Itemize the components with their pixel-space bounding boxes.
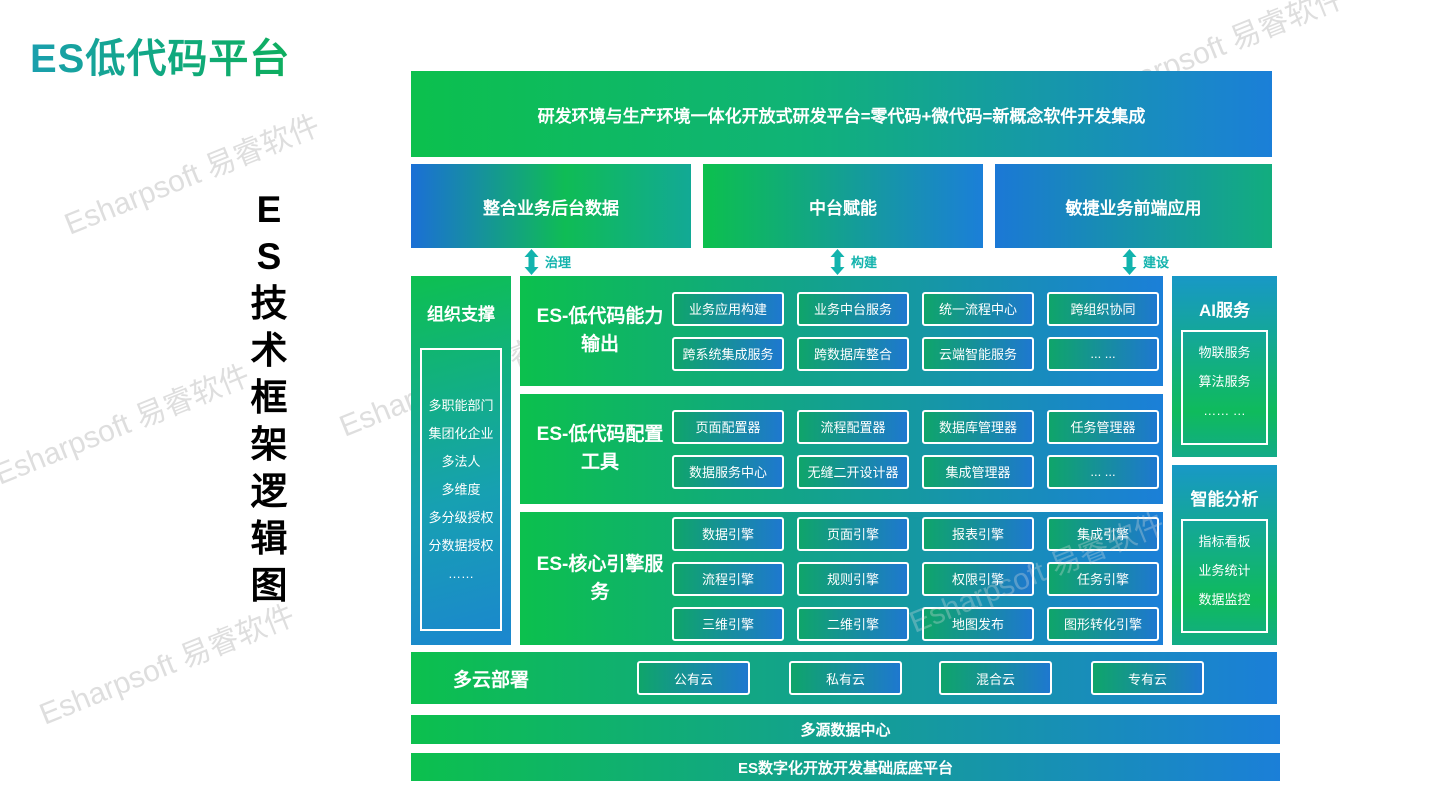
section-title: ES-核心引擎服务 [536, 553, 664, 603]
engine-pill: 二维引擎 [797, 606, 909, 641]
smart-analysis-title: 智能分析 [1190, 490, 1259, 509]
tool-pill: 无缝二开设计器 [797, 454, 909, 489]
tool-pill: 集成管理器 [922, 454, 1034, 489]
engine-pill-grid: 数据引擎 页面引擎 报表引擎 集成引擎 流程引擎 规则引擎 权限引擎 任务引擎 … [672, 516, 1159, 641]
smart-analysis-item: 业务统计 [1198, 563, 1251, 578]
engine-pill: 报表引擎 [922, 516, 1034, 551]
top-box-backend-data: 整合业务后台数据 [411, 164, 691, 248]
watermark: Esharpsoft 易睿软件 [0, 359, 255, 492]
capability-pill: 跨数据库整合 [797, 336, 909, 371]
section-config-tools: ES-低代码配置工具 页面配置器 流程配置器 数据库管理器 任务管理器 数据服务… [520, 394, 1163, 504]
tool-pill: 流程配置器 [797, 409, 909, 444]
data-center-bar: 多源数据中心 [411, 715, 1280, 744]
double-arrow-icon [1122, 248, 1137, 275]
arrow-label: 建设 [1143, 255, 1170, 270]
smart-analysis-item: 数据监控 [1198, 592, 1251, 607]
ai-service-item: …… … [1203, 403, 1246, 418]
cloud-pill: 混合云 [939, 661, 1052, 695]
org-support-item: 集团化企业 [428, 425, 494, 441]
ai-services-panel: AI服务 物联服务 算法服务 …… … [1172, 276, 1277, 457]
top-box-frontend-apps: 敏捷业务前端应用 [995, 164, 1272, 248]
ai-service-item: 算法服务 [1198, 374, 1251, 389]
section-core-engines: ES-核心引擎服务 数据引擎 页面引擎 报表引擎 集成引擎 流程引擎 规则引擎 … [520, 512, 1163, 645]
smart-analysis-panel: 智能分析 指标看板 业务统计 数据监控 …… … [1172, 465, 1277, 645]
arrow-build: 构建 [830, 248, 877, 275]
smart-analysis-list: 指标看板 业务统计 数据监控 …… … [1181, 519, 1268, 636]
arrow-construct: 建设 [1122, 248, 1169, 275]
engine-pill: 任务引擎 [1047, 561, 1159, 596]
top-banner: 研发环境与生产环境一体化开放式研发平台=零代码+微代码=新概念软件开发集成 [411, 71, 1272, 157]
tool-pill: 数据服务中心 [672, 454, 784, 489]
top-box-middle-platform: 中台赋能 [703, 164, 983, 248]
engine-pill: 三维引擎 [672, 606, 784, 641]
double-arrow-icon [830, 248, 845, 275]
engine-pill: 规则引擎 [797, 561, 909, 596]
org-support-item: 多职能部门 [428, 397, 494, 413]
capability-pill: ... ... [1047, 336, 1159, 371]
org-support-panel: 组织支撑 多职能部门 集团化企业 多法人 多维度 多分级授权 分数据授权 …… [411, 276, 511, 645]
multi-cloud-row: 多云部署 公有云 私有云 混合云 专有云 [411, 652, 1277, 704]
capability-pill: 业务应用构建 [672, 291, 784, 326]
org-support-item: 多分级授权 [428, 509, 494, 525]
vertical-title: ES技术框架逻辑图 [250, 189, 288, 606]
cloud-pill: 公有云 [637, 661, 750, 695]
engine-pill: 地图发布 [922, 606, 1034, 641]
engine-pill: 权限引擎 [922, 561, 1034, 596]
engine-pill: 图形转化引擎 [1047, 606, 1159, 641]
capability-pill: 跨组织协同 [1047, 291, 1159, 326]
engine-pill: 流程引擎 [672, 561, 784, 596]
capability-pill: 业务中台服务 [797, 291, 909, 326]
tool-pill: ... ... [1047, 454, 1159, 489]
section-title: ES-低代码能力输出 [536, 306, 664, 355]
ai-services-title: AI服务 [1199, 301, 1250, 320]
page-title: ES低代码平台 [30, 26, 290, 84]
tool-pill: 数据库管理器 [922, 409, 1034, 444]
org-support-item: 多法人 [441, 453, 481, 469]
org-support-title: 组织支撑 [427, 305, 495, 324]
org-support-list: 多职能部门 集团化企业 多法人 多维度 多分级授权 分数据授权 …… [420, 348, 502, 631]
org-support-item: 多维度 [441, 481, 481, 497]
section-title: ES-低代码配置工具 [536, 424, 664, 473]
smart-analysis-item: 指标看板 [1198, 534, 1251, 549]
capability-pill-grid: 业务应用构建 业务中台服务 统一流程中心 跨组织协同 跨系统集成服务 跨数据库整… [672, 291, 1159, 371]
double-arrow-icon [524, 248, 539, 275]
watermark: Esharpsoft 易睿软件 [35, 599, 300, 732]
multi-cloud-title: 多云部署 [452, 669, 529, 691]
section-capability-output: ES-低代码能力输出 业务应用构建 业务中台服务 统一流程中心 跨组织协同 跨系… [520, 276, 1163, 386]
org-support-item: …… [448, 565, 474, 581]
org-support-item: 分数据授权 [428, 537, 494, 553]
arrow-label: 构建 [851, 255, 878, 270]
tool-pill: 页面配置器 [672, 409, 784, 444]
cloud-pill: 专有云 [1091, 661, 1204, 695]
engine-pill: 数据引擎 [672, 516, 784, 551]
smart-analysis-item: …… … [1203, 621, 1246, 636]
capability-pill: 跨系统集成服务 [672, 336, 784, 371]
capability-pill: 统一流程中心 [922, 291, 1034, 326]
architecture-diagram: 研发环境与生产环境一体化开放式研发平台=零代码+微代码=新概念软件开发集成 整合… [411, 71, 1280, 781]
arrow-governance: 治理 [524, 248, 571, 275]
engine-pill: 集成引擎 [1047, 516, 1159, 551]
engine-pill: 页面引擎 [797, 516, 909, 551]
arrow-label: 治理 [545, 255, 572, 270]
tool-pill: 任务管理器 [1047, 409, 1159, 444]
cloud-pill: 私有云 [789, 661, 902, 695]
capability-pill: 云端智能服务 [922, 336, 1034, 371]
foundation-platform-bar: ES数字化开放开发基础底座平台 [411, 753, 1280, 781]
top-banner-text: 研发环境与生产环境一体化开放式研发平台=零代码+微代码=新概念软件开发集成 [537, 106, 1146, 126]
ai-service-item: 物联服务 [1198, 345, 1251, 360]
tool-pill-grid: 页面配置器 流程配置器 数据库管理器 任务管理器 数据服务中心 无缝二开设计器 … [672, 409, 1159, 489]
ai-services-list: 物联服务 算法服务 …… … [1181, 330, 1268, 445]
